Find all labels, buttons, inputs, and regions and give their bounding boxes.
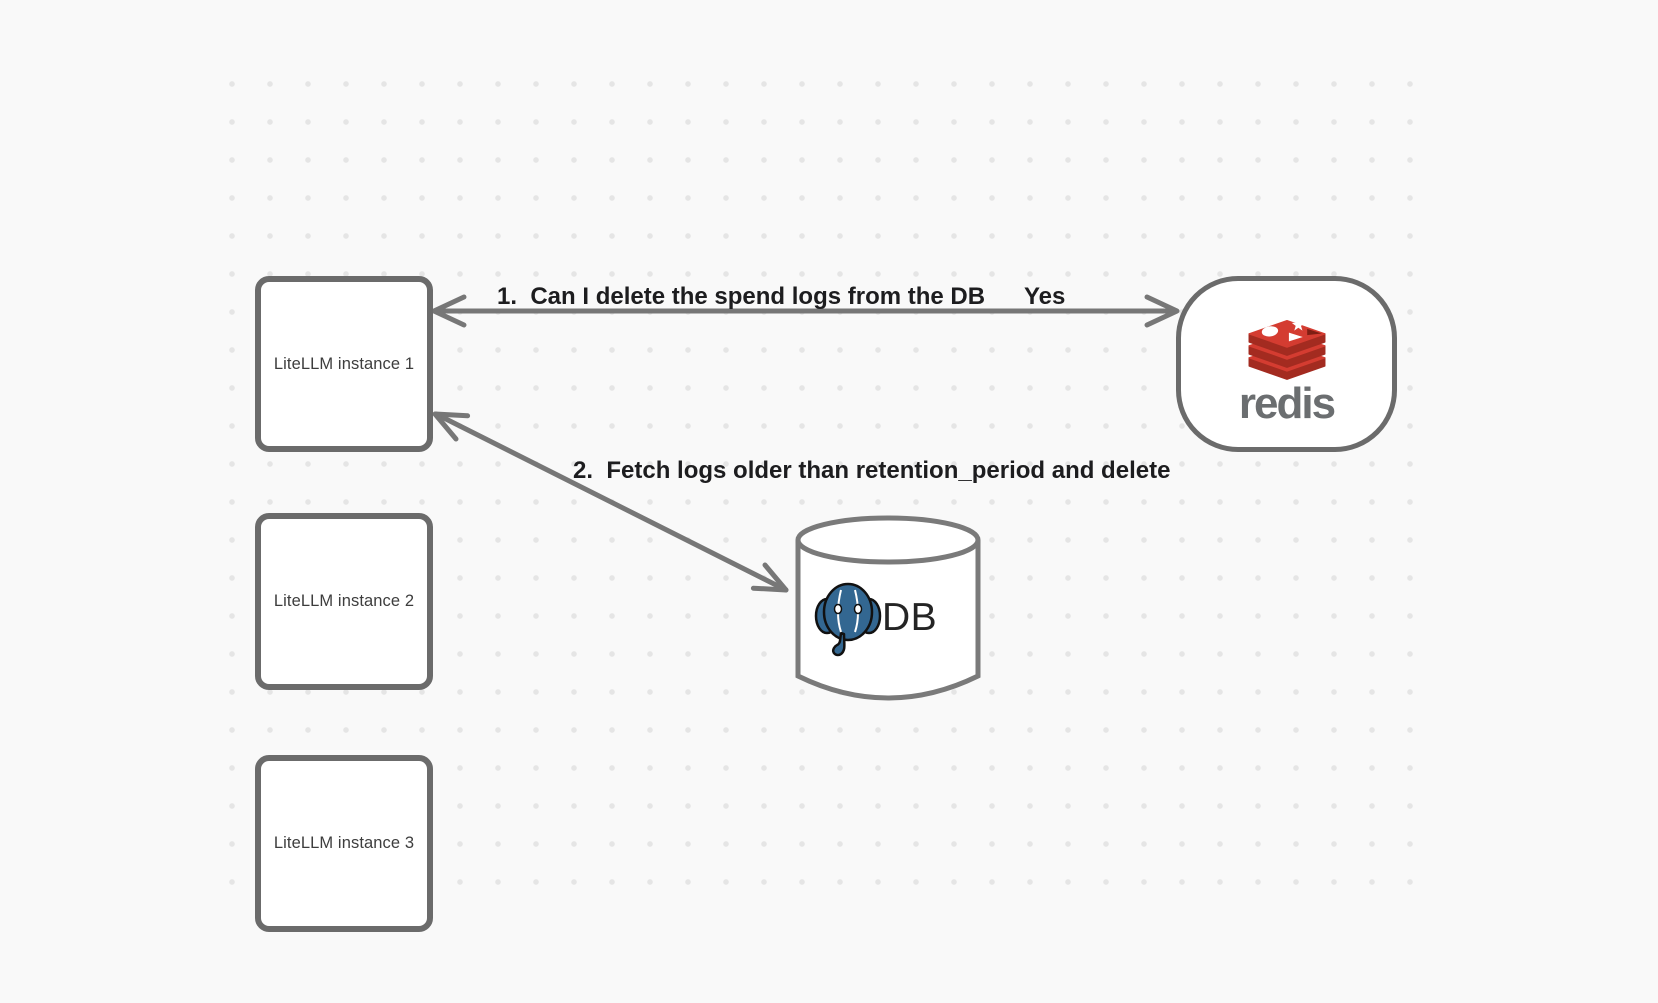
litellm-instance-1-label: LiteLLM instance 1 <box>273 354 415 373</box>
litellm-instance-3-label: LiteLLM instance 3 <box>273 834 415 852</box>
litellm-instance-3-node: LiteLLM instance 3 <box>255 755 433 932</box>
redis-logo-icon <box>1248 318 1325 380</box>
arrow1-response-annotation: Yes <box>1024 283 1066 310</box>
litellm-instance-2-node: LiteLLM instance 2 <box>255 513 433 690</box>
redis-wordmark: redis <box>1238 379 1336 428</box>
arrow2-annotation: 2. Fetch logs older than retention_perio… <box>573 457 1171 484</box>
database-cylinder <box>795 515 981 701</box>
litellm-instance-1-node: LiteLLM instance 1 <box>255 276 433 452</box>
arrow1-annotation: 1. Can I delete the spend logs from the … <box>497 283 986 310</box>
postgresql-elephant-icon <box>814 582 882 657</box>
redis-node: redis <box>1176 276 1397 452</box>
database-label: DB <box>882 596 938 639</box>
litellm-instance-2-label: LiteLLM instance 2 <box>273 592 415 610</box>
